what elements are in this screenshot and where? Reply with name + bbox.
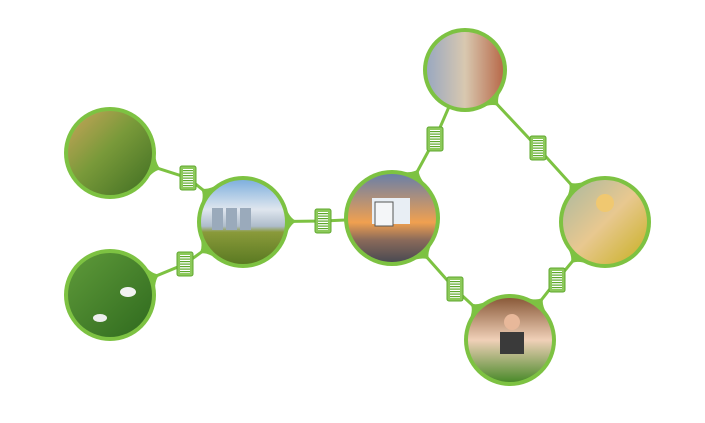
silo-shape <box>226 208 237 230</box>
pasture-cows-photo <box>68 253 152 337</box>
truck-cab <box>374 201 394 227</box>
cow-shape <box>93 314 107 322</box>
warehouse-node <box>423 28 507 112</box>
shopper-photo <box>563 180 647 264</box>
silo-shape <box>240 208 251 230</box>
node-tail <box>285 206 299 237</box>
person-head <box>596 194 614 212</box>
barcode-icon <box>446 276 464 302</box>
barcode-icon <box>176 251 194 277</box>
farm-field-photo <box>68 111 152 195</box>
nodes <box>64 28 651 386</box>
barcode-icon <box>529 135 547 161</box>
apron <box>500 332 524 354</box>
cow-shape <box>120 287 136 297</box>
barcode-icon <box>179 165 197 191</box>
barcode-icon <box>548 267 566 293</box>
warehouse-photo <box>427 32 503 108</box>
barcodes <box>176 126 566 302</box>
barcode-icon <box>314 208 332 234</box>
pasture-cows-node <box>64 249 156 341</box>
shopper-node <box>559 176 651 268</box>
person-head <box>504 314 520 330</box>
farm-field-node <box>64 107 156 199</box>
silo-shape <box>212 208 223 230</box>
barcode-icon <box>426 126 444 152</box>
